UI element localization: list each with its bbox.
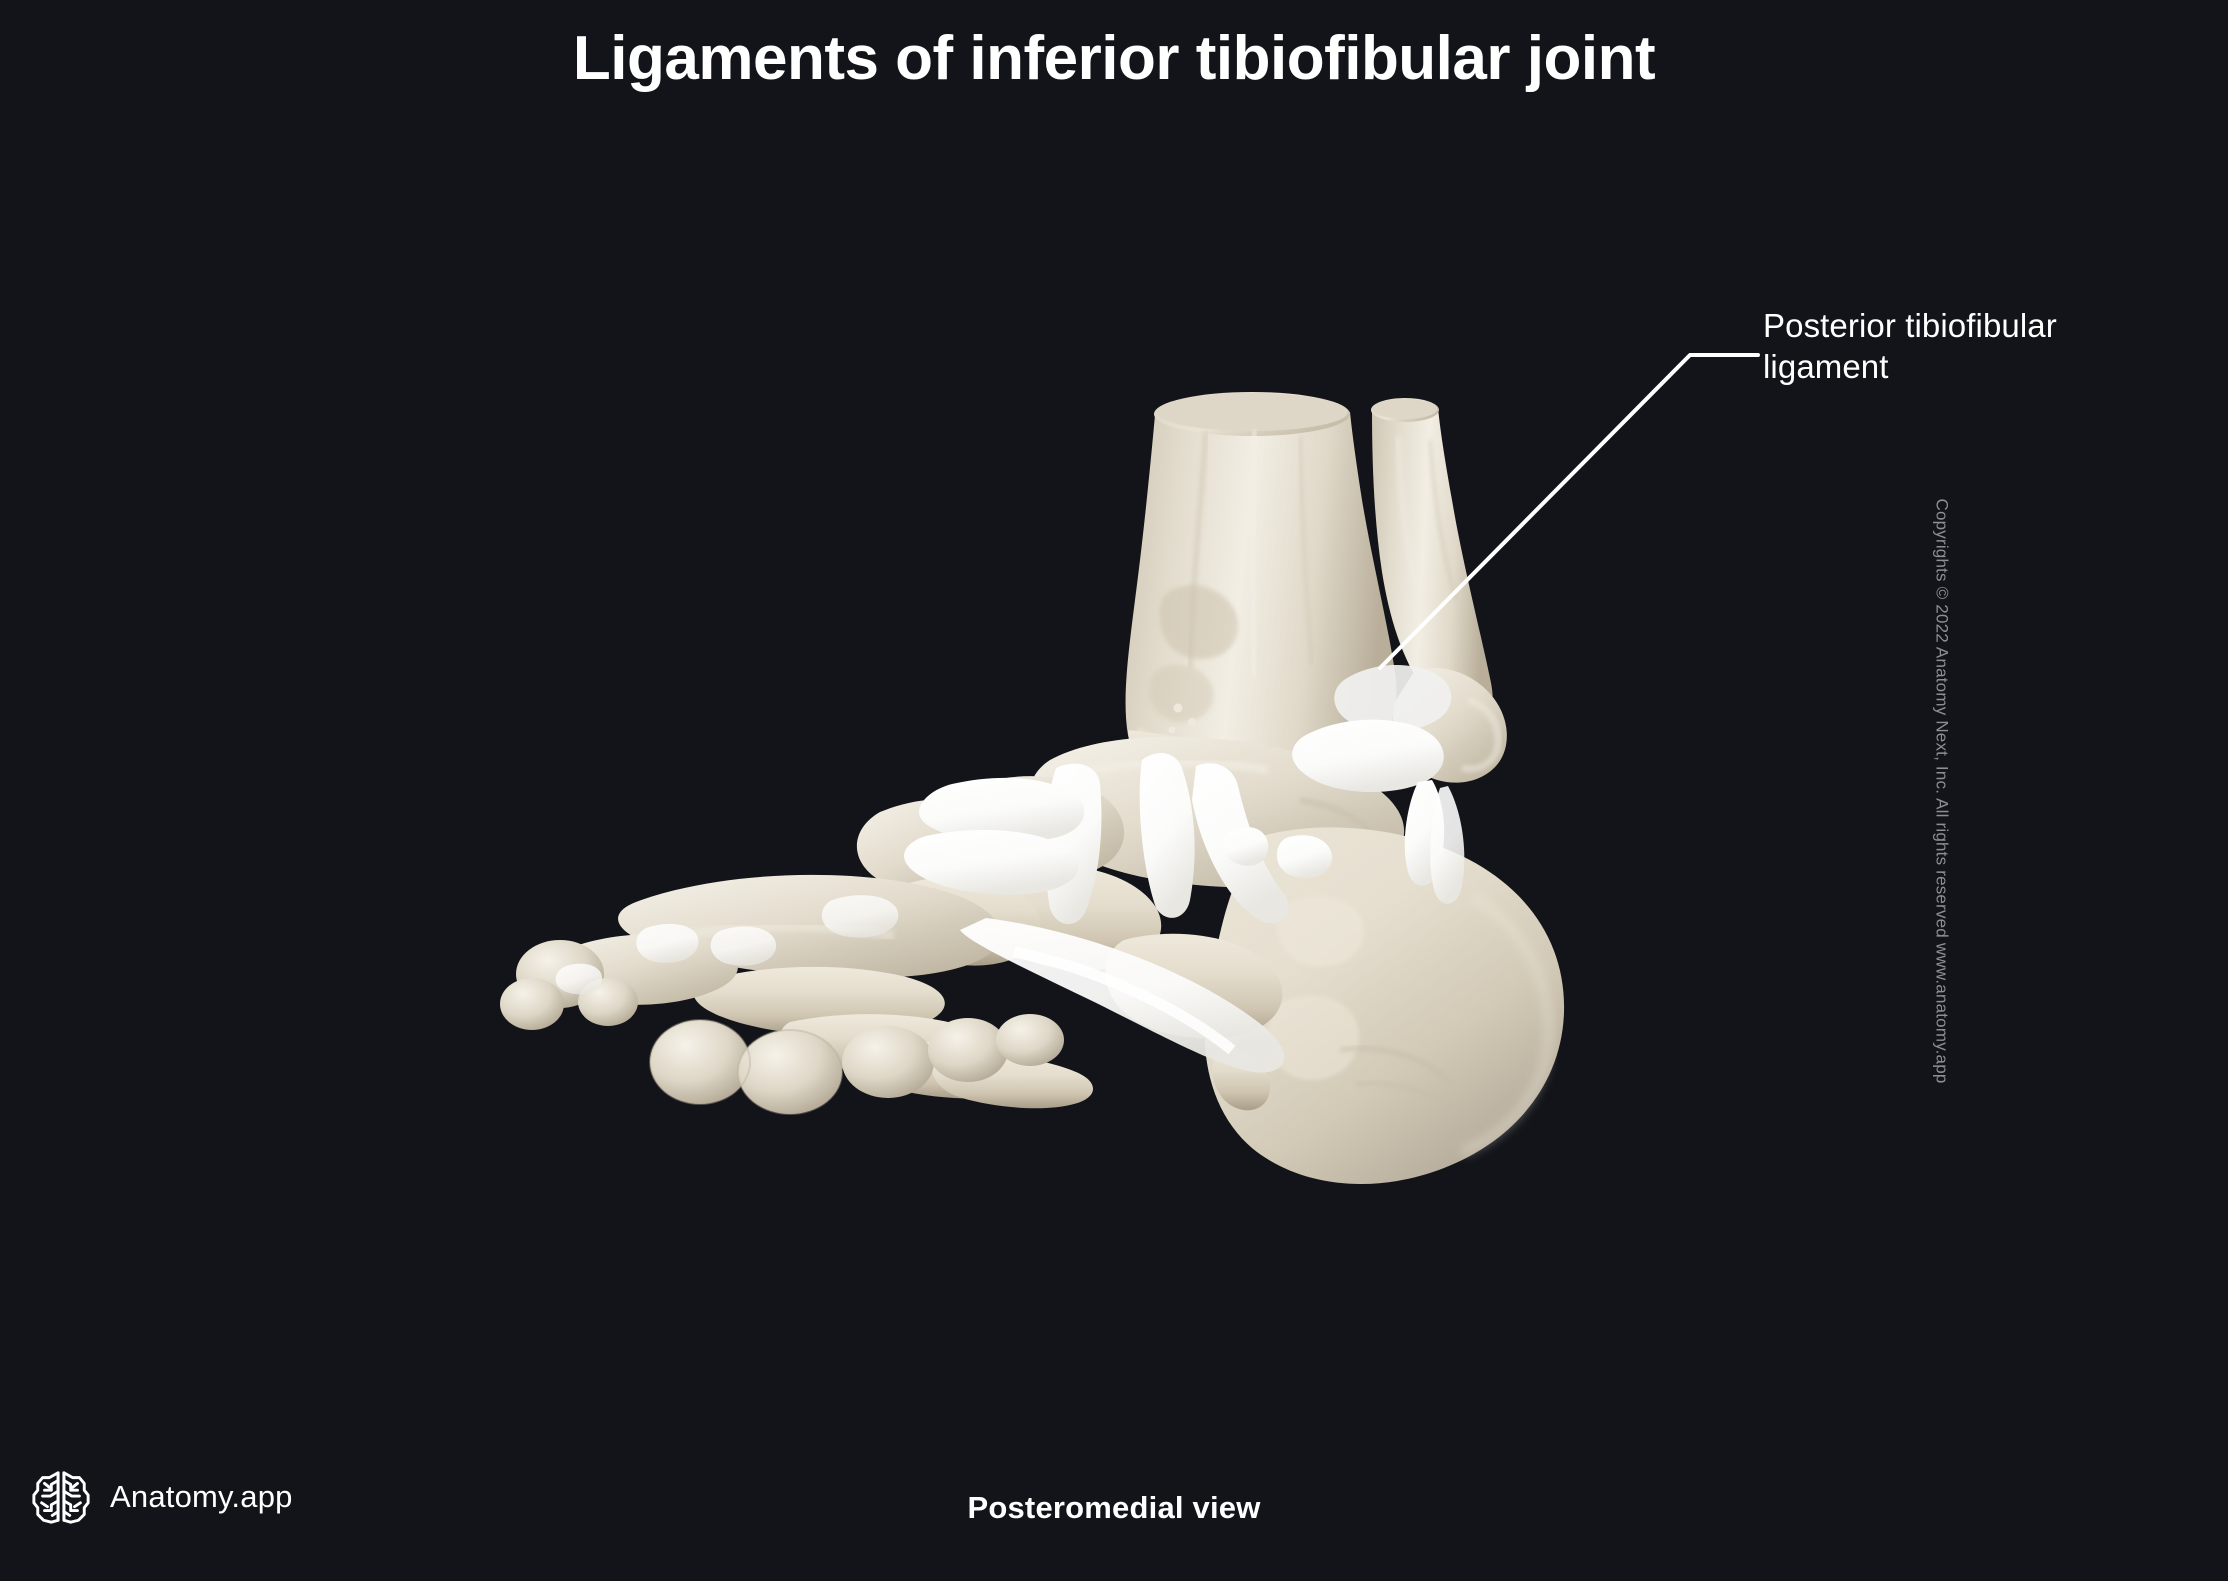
calcaneus-bone: [1204, 827, 1565, 1185]
callout-label-line-2: ligament: [1763, 348, 1889, 386]
callout-label-posterior-tibiofibular-ligament: Posterior tibiofibular ligament: [1763, 305, 2193, 388]
view-caption: Posteromedial view: [967, 1490, 1261, 1525]
copyright-notice: Copyrights © 2022 Anatomy Next, Inc. All…: [1932, 497, 1952, 1084]
brand-name: Anatomy.app: [110, 1479, 293, 1514]
ligament-bands: [555, 665, 1465, 1073]
page-title: Ligaments of inferior tibiofibular joint: [572, 24, 1656, 93]
brain-icon: [32, 1471, 90, 1524]
callout-label-line-1: Posterior tibiofibular: [1763, 307, 2057, 344]
brand-lockup[interactable]: Anatomy.app: [30, 1466, 293, 1528]
